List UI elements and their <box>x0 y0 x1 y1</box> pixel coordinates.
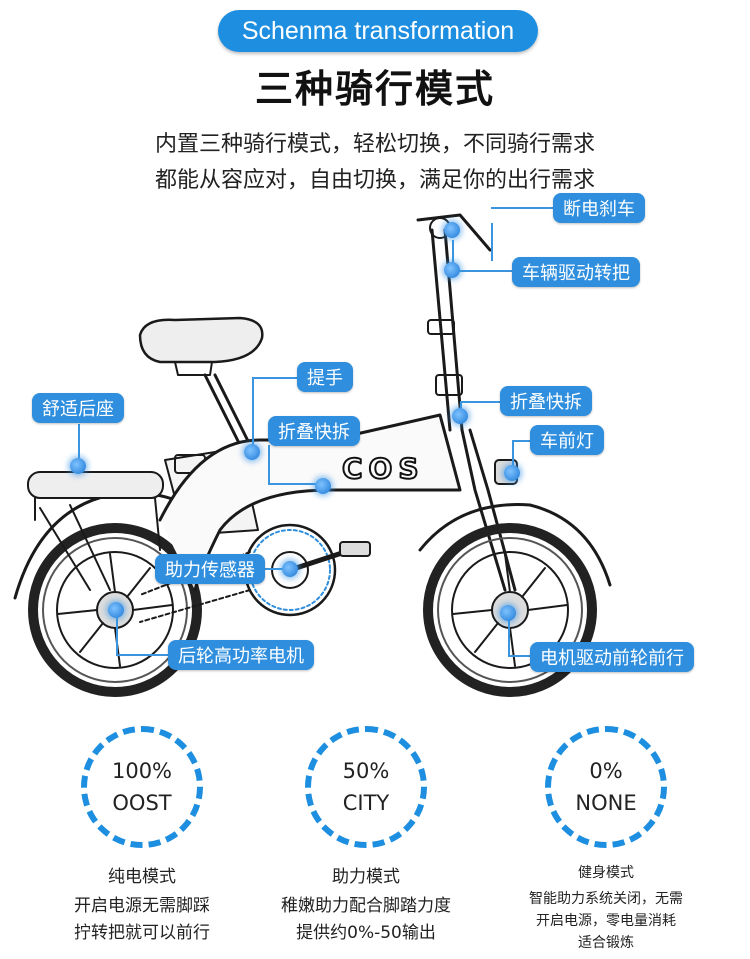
mode-electric: 100% OOST 纯电模式 开启电源无需脚踩 拧转把就可以前行 <box>22 726 262 947</box>
callout-brake: 断电刹车 <box>553 193 645 223</box>
rear-motor-hotspot-dot <box>108 602 124 618</box>
mode-code: NONE <box>575 791 637 815</box>
fold-front-hotspot-dot <box>452 408 468 424</box>
leader-sensor <box>262 568 292 570</box>
mode-code: OOST <box>112 791 172 815</box>
mode-assist: 50% CITY 助力模式 稚嫩助力配合脚踏力度 提供约0%-50输出 <box>246 726 486 947</box>
callout-front-motor: 电机驱动前轮前行 <box>530 642 694 672</box>
mode-ring: 0% NONE <box>545 726 667 848</box>
intro-line-1: 内置三种骑行模式，轻松切换，不同骑行需求 <box>154 132 595 157</box>
front-motor-hotspot-dot <box>500 605 516 621</box>
mode-code: CITY <box>342 791 390 815</box>
leader-fold-mid-h <box>268 483 318 485</box>
leader-seat <box>78 424 80 462</box>
leader-fold-mid <box>268 445 270 485</box>
mode-fitness: 0% NONE 健身模式 智能助力系统关闭，无需 开启电源，零电量消耗 适合锻炼 <box>486 726 726 954</box>
leader-throttle <box>452 240 454 272</box>
mode-desc-line: 智能助力系统关闭，无需 <box>529 891 683 907</box>
mode-desc: 开启电源无需脚踩 拧转把就可以前行 <box>22 893 262 947</box>
leader-headlight <box>512 440 514 470</box>
front-wheel <box>423 523 597 697</box>
callout-rear-motor: 后轮高功率电机 <box>168 640 314 670</box>
callout-handle: 提手 <box>297 362 353 392</box>
brand-badge: Schenma transformation <box>218 10 538 52</box>
callout-seat: 舒适后座 <box>32 393 124 423</box>
mode-percent: 0% <box>589 759 623 783</box>
mode-name: 健身模式 <box>578 865 634 881</box>
frame-logo: COS <box>342 452 425 485</box>
leader-throttle-h <box>452 270 512 272</box>
mode-desc-line: 开启电源无需脚踩 <box>74 896 210 916</box>
brake-hotspot-dot <box>444 222 460 238</box>
leader-brake <box>491 223 493 261</box>
mode-desc: 智能助力系统关闭，无需 开启电源，零电量消耗 适合锻炼 <box>486 888 726 954</box>
leader-rear-motor <box>116 612 118 656</box>
page-title: 三种骑行模式 <box>254 67 495 111</box>
mode-ring: 100% OOST <box>81 726 203 848</box>
mode-desc-line: 提供约0%-50输出 <box>296 923 436 943</box>
mode-name: 纯电模式 <box>108 867 176 887</box>
mode-percent: 100% <box>111 759 173 783</box>
leader-brake-h <box>491 207 553 209</box>
callout-fold-front: 折叠快拆 <box>500 386 592 416</box>
mode-desc-line: 拧转把就可以前行 <box>74 923 210 943</box>
mode-percent: 50% <box>342 759 390 783</box>
seat-hotspot-dot <box>70 458 86 474</box>
mode-name: 助力模式 <box>332 867 400 887</box>
mode-desc: 稚嫩助力配合脚踏力度 提供约0%-50输出 <box>246 893 486 947</box>
leader-handle <box>252 377 254 447</box>
leader-front-motor-h <box>508 655 532 657</box>
leader-handle-h <box>252 377 297 379</box>
sensor-hotspot-dot <box>282 561 298 577</box>
mode-ring: 50% CITY <box>305 726 427 848</box>
fold-mid-hotspot-dot <box>315 478 331 494</box>
mode-desc-line: 开启电源，零电量消耗 <box>536 913 676 929</box>
leader-headlight-h <box>512 440 530 442</box>
leader-fold-front-h <box>460 401 500 403</box>
handle-hotspot-dot <box>244 444 260 460</box>
leader-front-motor <box>508 615 510 657</box>
intro-line-2: 都能从容应对，自由切换，满足你的出行需求 <box>154 168 595 193</box>
mode-desc-line: 适合锻炼 <box>578 935 634 951</box>
callout-fold-mid: 折叠快拆 <box>268 416 360 446</box>
callout-headlight: 车前灯 <box>530 425 604 455</box>
callout-sensor: 助力传感器 <box>155 554 265 584</box>
headlight-hotspot-dot <box>504 465 520 481</box>
mode-desc-line: 稚嫩助力配合脚踏力度 <box>281 896 451 916</box>
throttle-hotspot-dot <box>444 262 460 278</box>
callout-throttle: 车辆驱动转把 <box>512 257 640 287</box>
leader-rear-motor-h <box>116 654 168 656</box>
